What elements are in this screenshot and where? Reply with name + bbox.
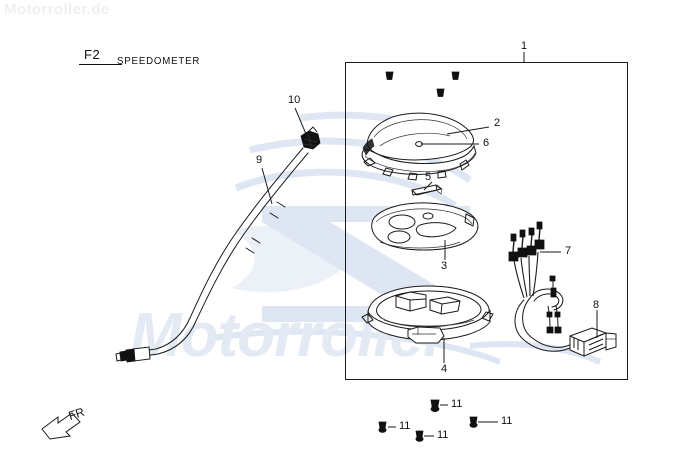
group-boundary-box — [345, 62, 628, 380]
cable-end-fitting — [115, 346, 151, 363]
mounting-bolt — [469, 416, 478, 428]
callout-11-b: 11 — [399, 420, 411, 432]
callout-2: 2 — [494, 117, 501, 129]
page-title: SPEEDOMETER — [117, 55, 201, 67]
page-code: F2 — [84, 47, 101, 62]
wire-terminal-blocks — [508, 221, 545, 262]
callout-leader-lines — [261, 52, 598, 437]
callout-1: 1 — [521, 40, 528, 52]
meter-cover-art — [361, 112, 477, 181]
meter-faceplate-art — [371, 202, 479, 251]
callout-11-d: 11 — [501, 415, 513, 427]
callout-10: 10 — [288, 94, 301, 106]
callout-5: 5 — [425, 171, 432, 183]
page-code-underline — [79, 64, 122, 65]
harness-connector-block — [569, 327, 617, 357]
cable-nut-art — [300, 126, 321, 150]
mounting-bolt — [430, 399, 440, 412]
callout-3: 3 — [441, 260, 448, 272]
wiring-harness-art — [508, 221, 617, 357]
callout-9: 9 — [256, 154, 263, 166]
meter-lower-housing-art — [361, 285, 494, 344]
callout-6: 6 — [483, 137, 490, 149]
callout-7: 7 — [565, 245, 572, 257]
callout-4: 4 — [441, 363, 448, 375]
callout-11-c: 11 — [437, 429, 449, 441]
front-direction-arrow-icon — [41, 412, 81, 440]
callout-8: 8 — [593, 299, 600, 311]
mounting-bolt — [378, 421, 387, 433]
mounting-bolt-icons — [378, 399, 478, 442]
callout-11-a: 11 — [451, 398, 463, 410]
speedometer-cable-art — [115, 126, 321, 363]
watermark-corner-text: Motorroller.de — [4, 1, 110, 18]
cover-screw-icon-group — [385, 71, 460, 97]
mounting-bolt — [415, 430, 424, 442]
